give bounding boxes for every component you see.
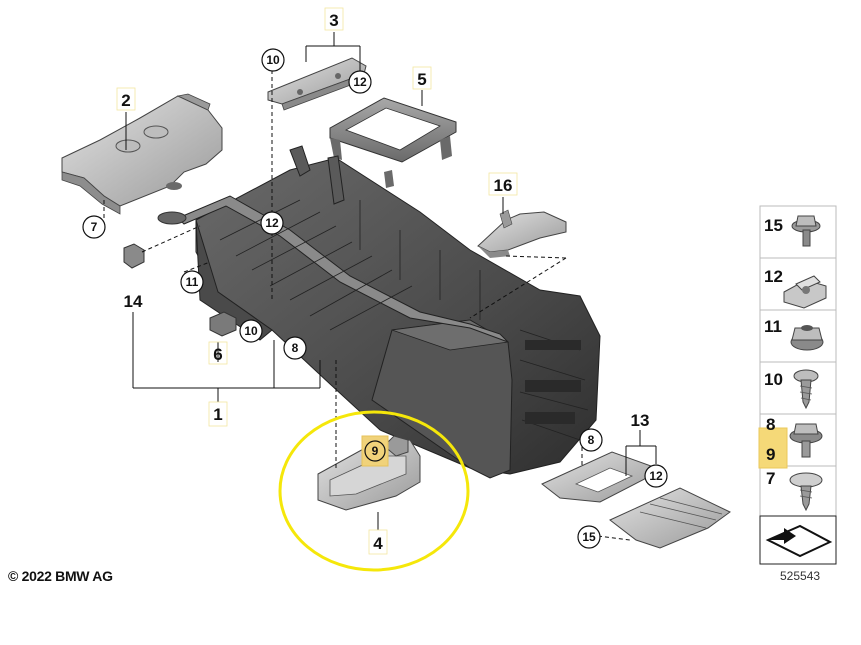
flange-bolt-icon	[791, 215, 821, 247]
callout-16: 16	[494, 176, 513, 195]
circled-8b: 8	[588, 433, 595, 447]
circled-9: 9	[372, 444, 379, 458]
diagram-id: 525543	[780, 569, 821, 583]
tapping-screw-icon	[793, 369, 819, 410]
circled-12b: 12	[265, 216, 279, 230]
callout-6: 6	[213, 345, 222, 364]
dashed-leaders	[103, 70, 631, 541]
part-3-bracket	[267, 57, 367, 111]
arrow-symbol-icon	[765, 524, 833, 558]
part-13-plates	[541, 451, 731, 549]
legend-11: 11	[764, 317, 782, 336]
callout-13: 13	[631, 411, 650, 430]
callout-5: 5	[417, 70, 426, 89]
hex-bolt-icon	[789, 423, 823, 458]
fastener-legend: 15 12 11 10 8 9 7	[758, 205, 837, 565]
hex-nut-icon	[790, 325, 824, 351]
console-body	[177, 145, 601, 479]
callout-labels: 3 5 2 16 14 6 1 4 13	[116, 7, 650, 555]
callout-2: 2	[121, 91, 130, 110]
callout-3: 3	[329, 11, 338, 30]
legend-10: 10	[764, 370, 783, 389]
clip-nut-icon	[783, 275, 827, 309]
circled-12c: 12	[649, 469, 663, 483]
circled-10b: 10	[244, 324, 258, 338]
circled-7: 7	[91, 220, 98, 234]
legend-15: 15	[764, 216, 783, 235]
part-6-clip	[209, 311, 237, 337]
legend-8: 8	[766, 415, 775, 434]
circled-15: 15	[582, 530, 596, 544]
legend-7: 7	[766, 469, 775, 488]
circled-8a: 8	[292, 341, 299, 355]
highlighted-callout-9: 9	[361, 435, 389, 467]
legend-9: 9	[766, 445, 775, 464]
circled-numbers: 10 12 7 12 11 10 8 8 12 15	[91, 53, 663, 544]
circled-10a: 10	[266, 53, 280, 67]
part-2-tray	[61, 93, 223, 215]
callout-1: 1	[213, 405, 222, 424]
part-7-fastener-left	[157, 211, 187, 225]
circled-11: 11	[186, 275, 199, 289]
circled-callouts	[82, 48, 668, 549]
pan-head-screw-icon	[789, 472, 823, 512]
part-14-connector	[123, 243, 145, 269]
copyright: © 2022 BMW AG	[8, 568, 113, 584]
circled-12a: 12	[353, 75, 367, 89]
legend-12: 12	[764, 267, 783, 286]
callout-14: 14	[124, 292, 143, 311]
part-5-frame	[329, 97, 457, 188]
callout-4: 4	[373, 534, 383, 553]
leader-lines	[125, 32, 657, 530]
highlight-ellipse	[278, 410, 470, 572]
part-16-bracket	[477, 209, 567, 258]
